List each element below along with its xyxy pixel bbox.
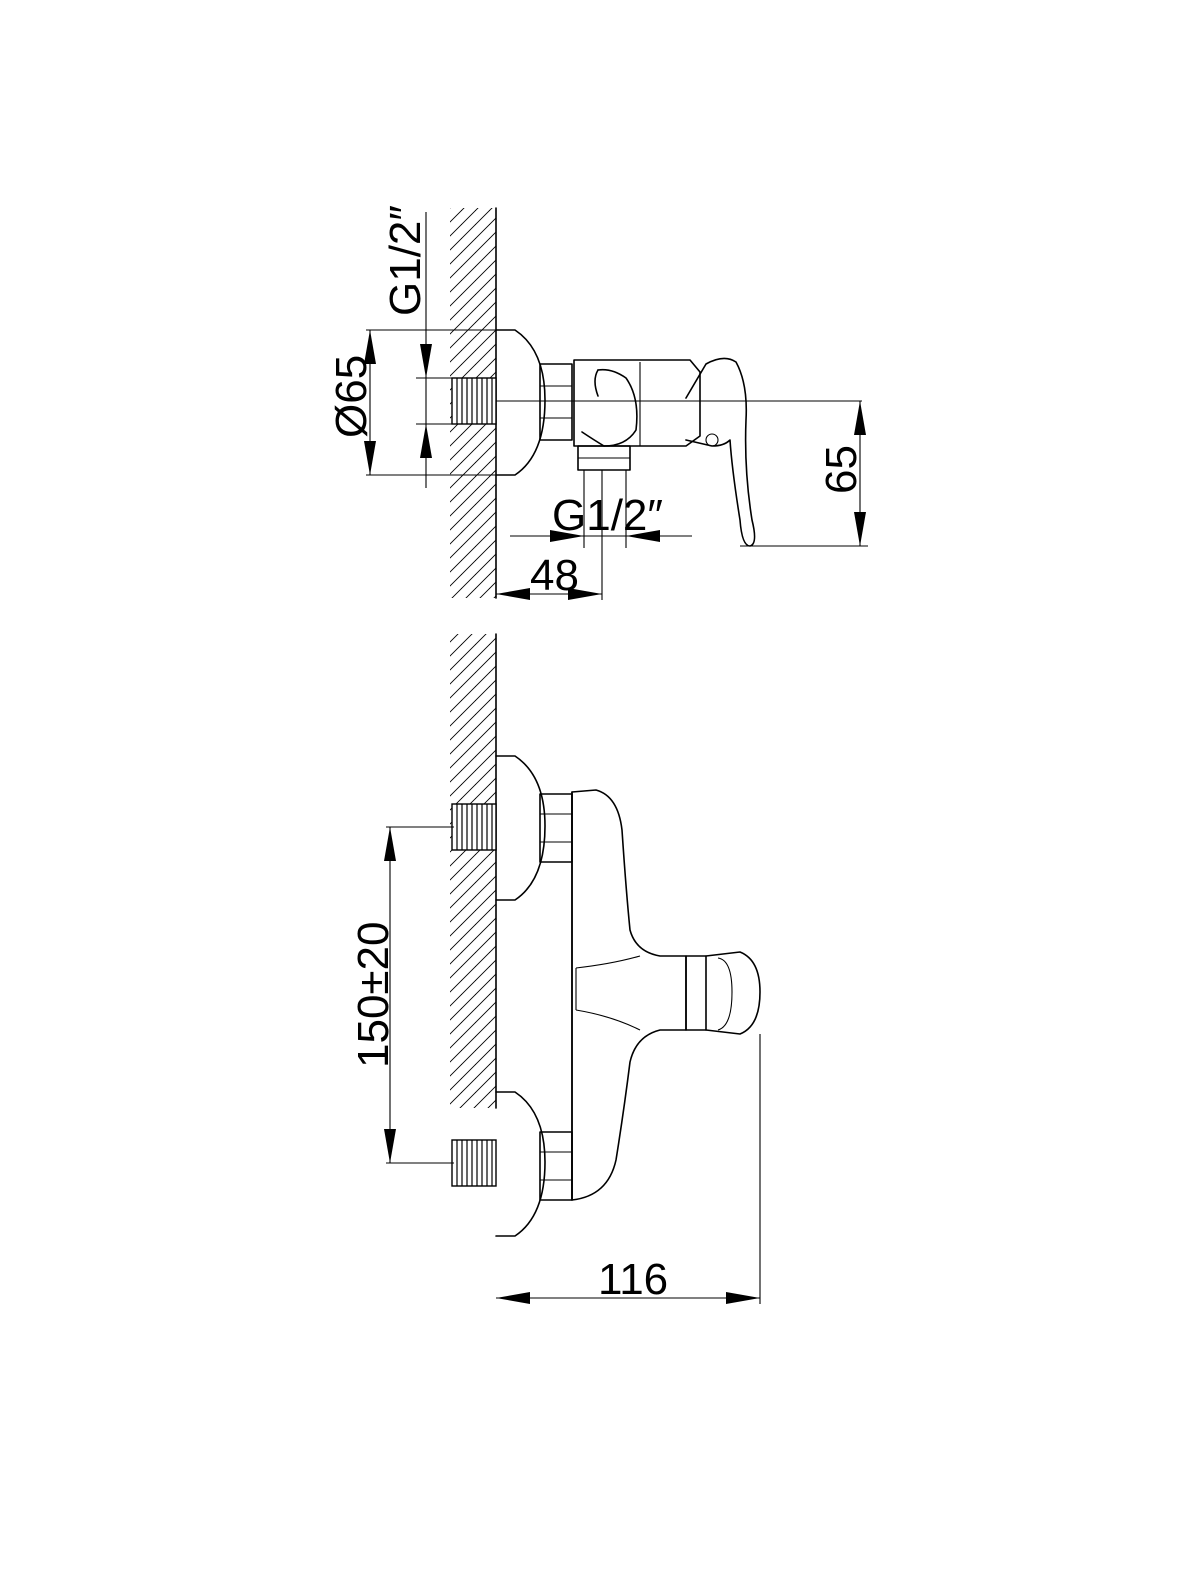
side-view: G1/2″ Ø65 G1/2″ 48 — [327, 205, 868, 600]
escutcheon-side — [495, 329, 546, 476]
front-view: 150±20 116 — [349, 633, 761, 1304]
outlet-thread-label: G1/2″ — [552, 491, 663, 540]
projection-label: 116 — [598, 1255, 668, 1304]
handle-drop-label: 65 — [817, 445, 866, 494]
inlet-nipple-lower — [451, 1139, 497, 1187]
inlet-nipple-side — [451, 377, 497, 425]
lever-pivot-side — [705, 433, 719, 447]
outlet-offset-dimension: 48 — [496, 470, 603, 600]
inlet-nipple-upper — [451, 803, 497, 851]
escutcheon-lower — [495, 1091, 546, 1237]
escutcheon-diameter-dimension: Ø65 — [327, 329, 500, 476]
hex-nut-side — [539, 363, 573, 441]
escutcheon-diameter-label: Ø65 — [327, 355, 376, 438]
outlet-stub-side — [577, 445, 631, 471]
escutcheon-upper — [495, 755, 546, 901]
handle-drop-dimension: 65 — [740, 401, 868, 547]
inlet-spacing-dimension: 150±20 — [349, 826, 454, 1164]
inlet-thread-label: G1/2″ — [381, 205, 430, 316]
mixer-body-front — [571, 789, 687, 1201]
inlet-thread-dimension: G1/2″ — [381, 205, 452, 488]
outlet-offset-label: 48 — [530, 551, 579, 600]
outlet-thread-dimension: G1/2″ — [510, 470, 692, 548]
control-knob-front — [685, 951, 761, 1035]
wall-section-bottom — [450, 633, 497, 1109]
projection-dimension: 116 — [496, 1034, 761, 1304]
lever-handle-side — [685, 357, 756, 547]
inlet-spacing-label: 150±20 — [349, 921, 398, 1068]
mixer-body-side — [573, 359, 701, 447]
